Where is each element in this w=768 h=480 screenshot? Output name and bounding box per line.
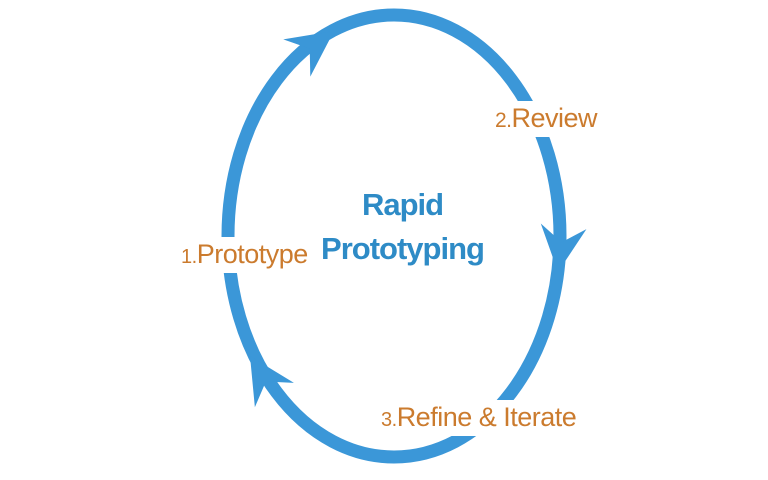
title-line-2: Prototyping <box>321 231 485 266</box>
step-text: Refine & Iterate <box>396 402 577 432</box>
step-text: Prototype <box>196 239 309 269</box>
step-label-prototype: 1.Prototype <box>174 237 315 273</box>
title-line-1: Rapid <box>361 187 444 222</box>
arrowhead-top-icon <box>283 31 334 77</box>
step-text: Review <box>511 103 598 133</box>
diagram-title: Rapid Prototyping <box>285 183 520 271</box>
step-number: 2. <box>495 109 512 132</box>
step-label-refine-iterate: 3.Refine & Iterate <box>374 400 584 436</box>
step-number: 1. <box>181 246 197 268</box>
arrowhead-right-icon <box>540 223 587 272</box>
step-number: 3. <box>381 409 397 431</box>
arrowhead-bottom-left-icon <box>250 356 294 408</box>
cycle-ellipse <box>221 8 567 464</box>
step-label-review: 2.Review <box>488 101 605 137</box>
